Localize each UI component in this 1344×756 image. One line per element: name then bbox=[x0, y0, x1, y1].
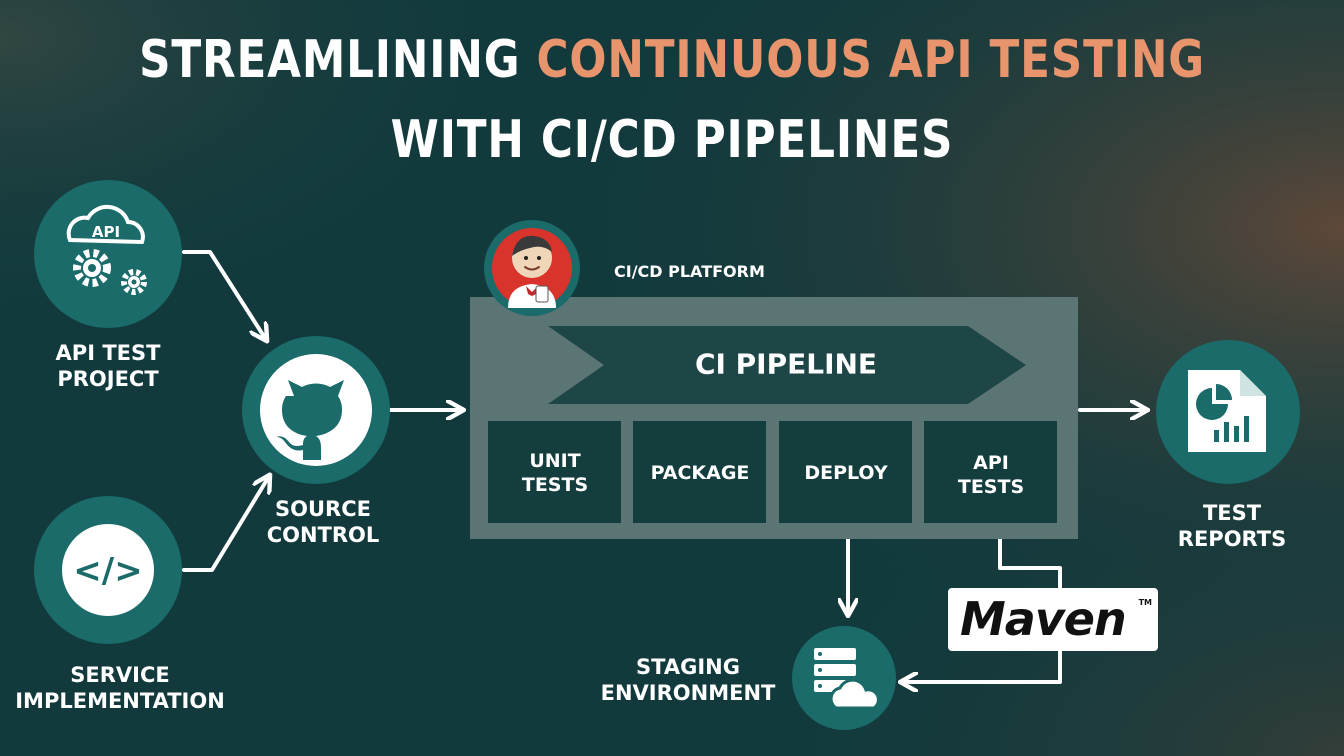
maven-trademark: TM bbox=[1138, 598, 1152, 607]
cicd-platform-label: CI/CD PLATFORM bbox=[614, 262, 765, 281]
jenkins-node bbox=[484, 220, 580, 316]
api-test-project-node: API bbox=[34, 180, 182, 328]
stage-cell-unit-tests bbox=[488, 421, 621, 523]
stage-label-unit-tests: UNIT TESTS bbox=[521, 450, 589, 496]
stage-label-api-tests: API TESTS bbox=[957, 452, 1025, 498]
jenkins-icon bbox=[508, 235, 556, 308]
page-title-line1: STREAMLINING CONTINUOUS API TESTING bbox=[108, 34, 1237, 86]
api-cloud-gear-icon: API bbox=[66, 204, 147, 295]
server-cloud-icon bbox=[814, 648, 880, 710]
source-control-label: SOURCE CONTROL bbox=[266, 497, 380, 547]
staging-environment-label: STAGING ENVIRONMENT bbox=[600, 655, 776, 705]
service-implementation-node: </> bbox=[34, 496, 182, 644]
ci-pipeline-label: CI PIPELINE bbox=[694, 347, 878, 381]
github-icon bbox=[276, 380, 344, 460]
test-reports-label: TEST REPORTS bbox=[1177, 501, 1287, 551]
arrow-service-to-source bbox=[182, 478, 268, 572]
svg-text:API: API bbox=[92, 223, 120, 241]
title-plain: STREAMLINING bbox=[139, 30, 537, 90]
page-title-line2: WITH CI/CD PIPELINES bbox=[390, 110, 954, 170]
report-chart-icon bbox=[1188, 370, 1266, 452]
stage-label-deploy: DEPLOY bbox=[804, 462, 888, 484]
stage-label-package: PACKAGE bbox=[650, 462, 750, 484]
stage-cell-package bbox=[633, 421, 766, 523]
stage-cell-deploy bbox=[779, 421, 912, 523]
code-icon-bg bbox=[62, 524, 154, 616]
test-reports-node bbox=[1156, 340, 1300, 484]
api-test-project-label: API TEST PROJECT bbox=[55, 341, 161, 391]
arrow-apitests-to-staging bbox=[904, 525, 1062, 682]
service-implementation-label: SERVICE IMPLEMENTATION bbox=[15, 663, 225, 713]
ci-pipeline-arrow bbox=[548, 326, 1026, 404]
maven-logo-text: Maven bbox=[960, 592, 1127, 646]
arrow-project-to-source bbox=[182, 250, 265, 338]
code-icon: </> bbox=[73, 551, 142, 591]
staging-environment-node bbox=[792, 626, 896, 730]
maven-logo: Maven TM bbox=[948, 588, 1158, 651]
stage-cell-api-tests bbox=[924, 421, 1057, 523]
title-accent: CONTINUOUS API TESTING bbox=[536, 30, 1205, 90]
connector-arrows bbox=[182, 250, 1144, 682]
source-control-node bbox=[242, 336, 390, 484]
